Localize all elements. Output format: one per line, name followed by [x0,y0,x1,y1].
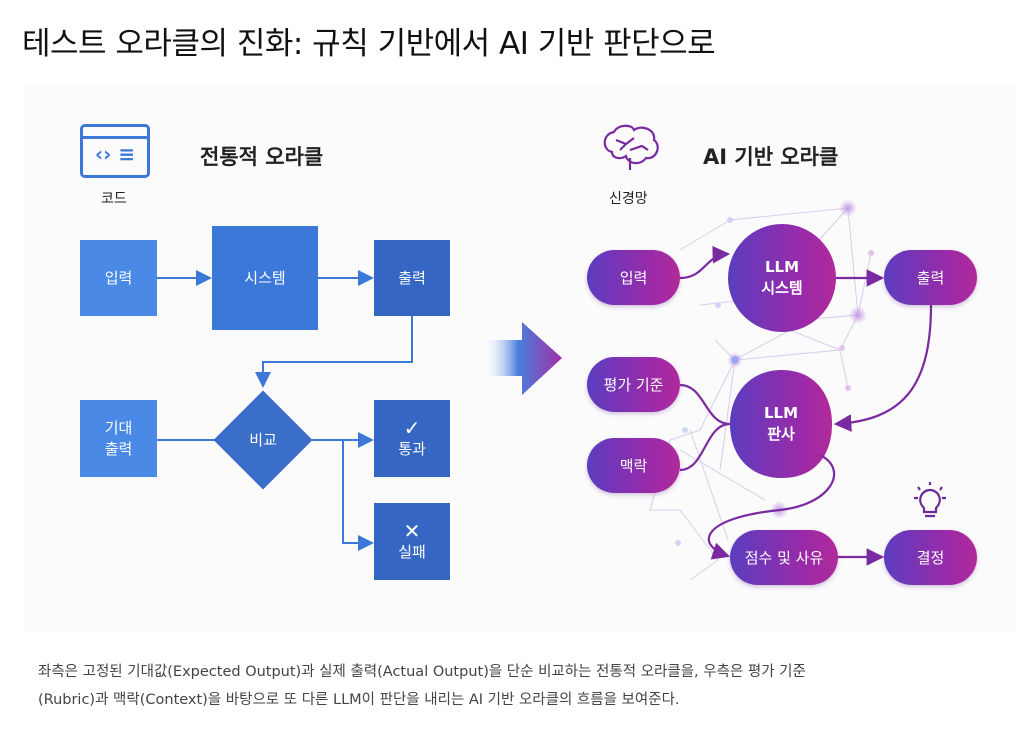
expected-label-1: 기대 [104,418,133,437]
llm-judge-label-2: 판사 [767,425,795,443]
rubric-node: 평가 기준 [587,357,680,412]
score-reason-node: 점수 및 사유 [730,530,838,585]
rubric-label: 평가 기준 [603,376,664,394]
fail-label: 실패 [398,542,426,561]
llm-judge-node-shape [730,370,832,478]
llm-system-label-1: LLM [764,258,800,276]
ai-oracle-heading: AI 기반 오라클 [703,145,839,169]
code-window-icon: ‹› ≡ [80,124,150,178]
system-node: 시스템 [212,226,318,330]
ai-input-node: 입력 [587,250,680,305]
context-label: 맥락 [619,457,648,475]
compare-label: 비교 [249,430,277,449]
code-icon-label: 코드 [101,191,127,207]
lightbulb-icon [910,482,950,522]
pass-node: ✓ 통과 [374,400,450,477]
ai-flow-arrows [679,245,933,566]
decision-label: 결정 [916,549,945,567]
expected-label-2: 출력 [104,439,133,458]
ai-input-label: 입력 [619,269,648,287]
expected-output-node: 기대 출력 [80,400,157,477]
page-title: 테스트 오라클의 진화: 규칙 기반에서 AI 기반 판단으로 [22,26,716,62]
input-node: 입력 [80,240,157,316]
output-label: 출력 [398,268,426,287]
pass-label: 통과 [398,439,426,458]
neural-net-label: 신경망 [609,191,648,207]
compare-node: 비교 [228,405,298,475]
llm-judge-label-1: LLM [763,404,799,422]
decision-node: 결정 [884,530,977,585]
x-icon: ✕ [403,518,421,543]
brain-icon [600,122,662,174]
llm-system-node-shape [728,224,836,332]
traditional-oracle-heading: 전통적 오라클 [200,145,324,169]
left-flow-arrows [157,270,413,551]
llm-system-node: LLM 시스템 [728,250,836,306]
llm-judge-node: LLM 판사 [730,396,832,452]
ai-output-label: 출력 [916,269,945,287]
check-icon: ✓ [403,415,421,440]
output-node: 출력 [374,240,450,316]
transition-arrow [482,322,562,395]
input-label: 입력 [104,268,133,287]
fail-node: ✕ 실패 [374,503,450,580]
system-label: 시스템 [244,268,286,287]
caption-line-1: 좌측은 고정된 기대값(Expected Output)과 실제 출력(Actu… [38,664,806,680]
llm-system-label-2: 시스템 [761,279,803,297]
score-reason-label: 점수 및 사유 [744,549,824,567]
ai-output-node: 출력 [884,250,977,305]
context-node: 맥락 [587,438,680,493]
caption-line-2: (Rubric)과 맥락(Context)을 바탕으로 또 다른 LLM이 판단… [38,692,680,708]
